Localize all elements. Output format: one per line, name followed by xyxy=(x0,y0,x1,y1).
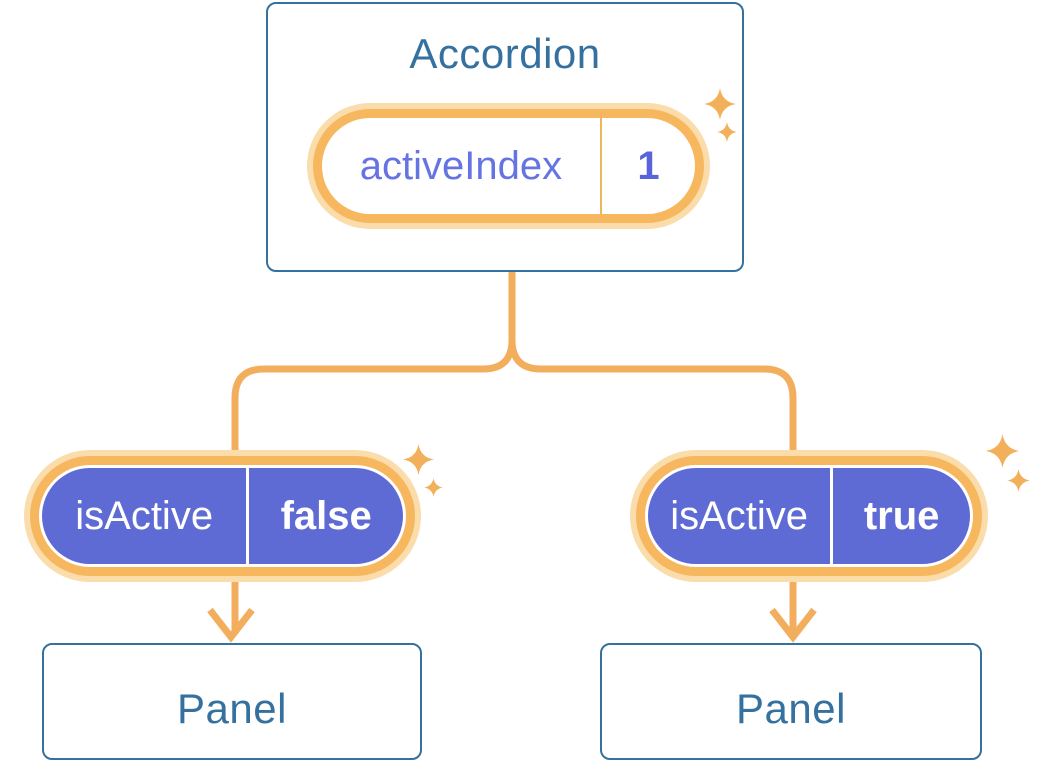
sparkle-icon xyxy=(1007,469,1030,492)
prop-pill-left: isActive false xyxy=(24,450,421,582)
prop-pill-right-label: isActive xyxy=(670,493,809,538)
prop-pill-right: isActive true xyxy=(630,450,988,582)
prop-pill-right-divider xyxy=(830,468,834,564)
state-pill: activeIndex 1 xyxy=(307,103,710,229)
sparkle-icon xyxy=(704,88,736,120)
arrowhead-right-icon xyxy=(769,607,817,643)
prop-pill-left-divider xyxy=(246,468,250,564)
state-pill-divider xyxy=(599,118,602,214)
prop-pill-left-label: isActive xyxy=(75,493,214,538)
panel-card-right: Panel xyxy=(600,643,982,760)
state-pill-label: activeIndex xyxy=(359,143,563,188)
sparkle-icon xyxy=(985,434,1020,468)
panel-card-left: Panel xyxy=(42,643,422,760)
panel-right-title: Panel xyxy=(736,684,846,732)
prop-pill-left-value: false xyxy=(280,493,372,538)
sparkle-icon xyxy=(424,478,443,497)
panel-left-title: Panel xyxy=(177,684,287,732)
sparkle-icon xyxy=(403,444,434,475)
prop-pill-left-ring: isActive false xyxy=(30,456,415,576)
state-pill-value: 1 xyxy=(637,143,660,188)
sparkle-icon xyxy=(717,122,737,142)
accordion-card-title: Accordion xyxy=(409,30,601,77)
prop-pill-right-ring: isActive true xyxy=(636,456,982,576)
arrowhead-left-icon xyxy=(207,607,255,643)
state-pill-ring: activeIndex 1 xyxy=(313,109,704,223)
prop-pill-right-value: true xyxy=(863,493,940,538)
connector-branch-right xyxy=(508,272,797,634)
